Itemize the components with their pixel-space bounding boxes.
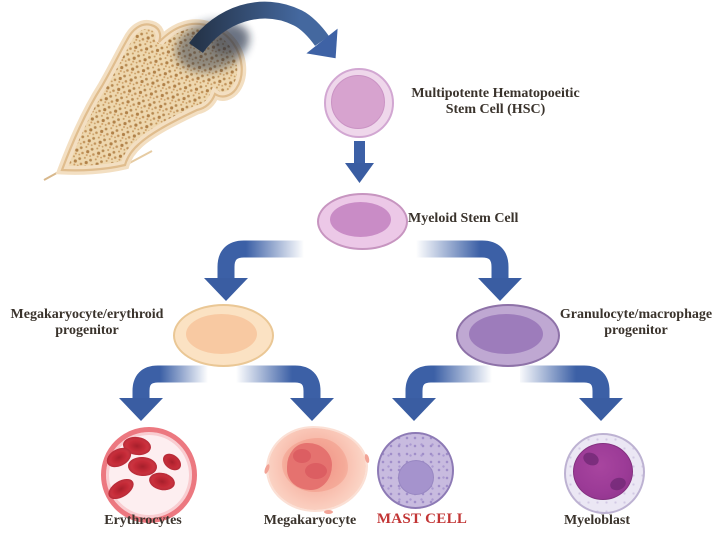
arrow-to-erythrocytes [119,365,208,421]
gm-progenitor-cell [456,304,560,367]
hsc-label: Multipotente Hematopoeitic Stem Cell (HS… [411,86,580,117]
myeloblast-nucleus [573,443,633,500]
bone-icon [43,19,250,181]
gm-progenitor-label: Granulocyte/macrophage progenitor [559,307,713,338]
myeloid-cell-nucleus [330,202,391,237]
red-blood-cell [159,450,185,474]
mk-erythroid-progenitor-cell [173,304,274,367]
arrow-to-mast-cell [392,365,492,421]
mk-progenitor-nucleus [186,314,257,354]
erythrocytes-label: Erythrocytes [104,513,182,528]
myeloblast-cell [564,433,645,514]
megakaryocyte-nucleus [287,443,332,490]
mast-cell-label: MAST CELL [376,511,468,527]
gm-progenitor-nucleus [469,314,543,354]
megakaryocyte-cell [263,424,371,514]
hsc-cell [324,68,394,138]
arrow-to-megakaryocyte [236,365,334,421]
mk-progenitor-label: Megakaryocyte/erythroid progenitor [10,307,164,338]
mast-cell [377,432,454,509]
megakaryocyte-body [268,428,366,510]
arrow-hsc-to-myeloid [345,141,374,183]
myeloid-stem-cell [317,193,408,250]
arrow-myeloid-to-mk-progenitor [204,240,304,301]
mast-cell-nucleus [398,460,434,495]
myeloblast-label: Myeloblast [563,513,631,528]
arrow-myeloid-to-gm-progenitor [416,240,522,301]
myeloid-label: Myeloid Stem Cell [408,211,519,226]
hsc-cell-nucleus [331,75,385,129]
red-blood-cell [147,470,177,493]
curved-arrow-icon [189,1,338,59]
megakaryocyte-label: Megakaryocyte [263,513,357,528]
red-blood-cell [104,474,138,504]
erythrocytes-cell [101,427,197,523]
arrow-to-myeloblast [520,365,623,421]
